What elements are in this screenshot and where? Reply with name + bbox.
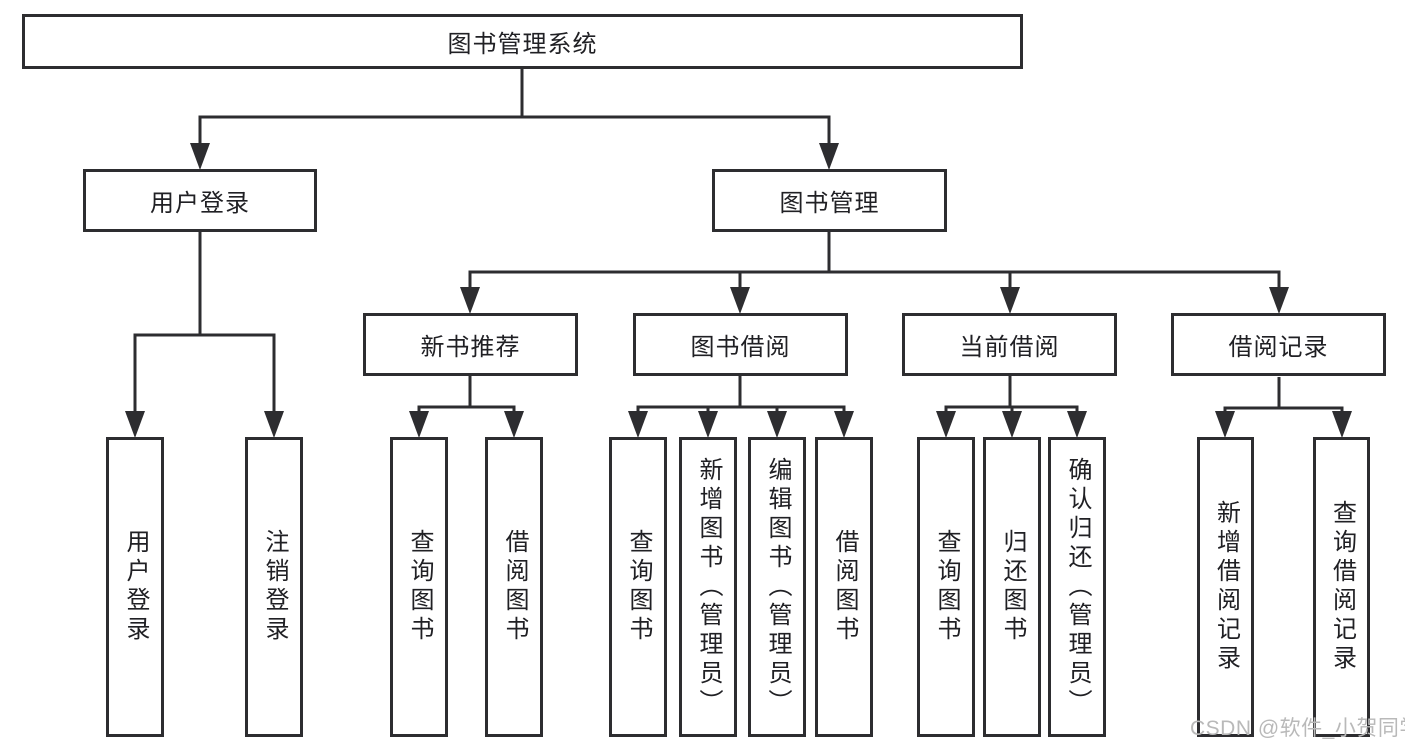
arrowhead-icon — [628, 411, 648, 438]
node-leaf-add-record: 新增借阅记录 — [1197, 437, 1254, 737]
watermark: CSDN @软件_小贺同学 — [1190, 717, 1405, 740]
arrowhead-icon — [1067, 411, 1087, 438]
node-book-management: 图书管理 — [712, 169, 947, 232]
arrowhead-icon — [460, 287, 480, 314]
node-new-book-recommend: 新书推荐 — [363, 313, 578, 376]
arrowhead-icon — [1332, 411, 1352, 438]
node-system-root: 图书管理系统 — [22, 14, 1023, 69]
arrowhead-icon — [730, 287, 750, 314]
node-book-borrow: 图书借阅 — [633, 313, 848, 376]
arrowhead-icon — [504, 411, 524, 438]
arrowhead-icon — [834, 411, 854, 438]
node-leaf-query-record: 查询借阅记录 — [1313, 437, 1370, 737]
arrowhead-icon — [1269, 287, 1289, 314]
node-leaf-query-book-2: 查询图书 — [609, 437, 667, 737]
arrowhead-icon — [1215, 411, 1235, 438]
arrowhead-icon — [819, 143, 839, 170]
node-leaf-user-login: 用户登录 — [106, 437, 164, 737]
node-leaf-add-book: 新增图书（管理员） — [679, 437, 737, 737]
arrowhead-icon — [409, 411, 429, 438]
node-leaf-confirm-return: 确认归还（管理员） — [1048, 437, 1106, 737]
arrowhead-icon — [698, 411, 718, 438]
node-leaf-query-book-3: 查询图书 — [917, 437, 975, 737]
node-leaf-borrow-book-2: 借阅图书 — [815, 437, 873, 737]
node-leaf-edit-book: 编辑图书（管理员） — [748, 437, 806, 737]
node-leaf-borrow-book-1: 借阅图书 — [485, 437, 543, 737]
arrowhead-icon — [936, 411, 956, 438]
node-leaf-logout: 注销登录 — [245, 437, 303, 737]
node-user-login: 用户登录 — [83, 169, 317, 232]
node-borrow-record: 借阅记录 — [1171, 313, 1386, 376]
arrowhead-icon — [1002, 411, 1022, 438]
arrowhead-icon — [767, 411, 787, 438]
arrowhead-icon — [264, 411, 284, 438]
arrowhead-icon — [190, 143, 210, 170]
node-current-borrow: 当前借阅 — [902, 313, 1117, 376]
arrowhead-icon — [125, 411, 145, 438]
node-leaf-query-book-1: 查询图书 — [390, 437, 448, 737]
arrowhead-icon — [1000, 287, 1020, 314]
node-leaf-return-book: 归还图书 — [983, 437, 1041, 737]
